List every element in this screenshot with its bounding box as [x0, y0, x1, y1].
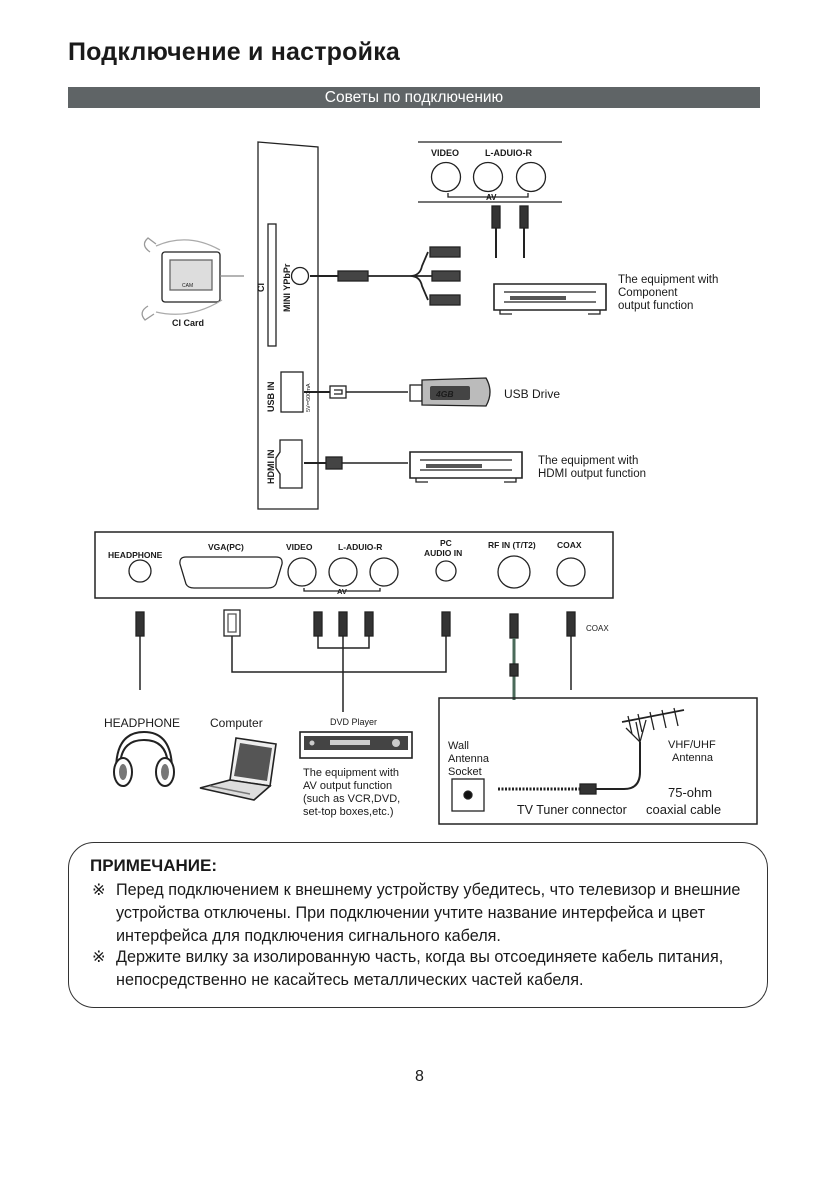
av-equipment-line-1: The equipment with — [303, 767, 399, 779]
coax-port-label: COAX — [557, 540, 582, 550]
section-header: Советы по подключению — [68, 87, 760, 108]
ci-card-brand: CAM — [182, 283, 193, 289]
top-av-label: AV — [486, 193, 497, 202]
component-line-1: The equipment with — [618, 274, 718, 286]
usb-drive-device — [409, 377, 491, 407]
ohm-label: 75-ohm — [668, 785, 712, 800]
component-line-2: Component — [618, 287, 678, 299]
hdmi-in-label: HDMI IN — [266, 450, 276, 485]
mini-ypbpr-label: MINI YPbPr — [282, 263, 292, 312]
headphone-port — [128, 559, 152, 583]
dvd-player-device — [299, 731, 413, 759]
pc-audio-port — [435, 560, 457, 582]
component-device — [493, 283, 607, 315]
bottom-audio-r-jack — [369, 557, 399, 587]
page-title: Подключение и настройка — [68, 38, 401, 66]
top-audio-label: L-ADUIO-R — [485, 148, 532, 158]
rf-in-port — [497, 555, 531, 589]
mini-ypbpr-port — [290, 266, 310, 286]
wall-socket-line-2: Antenna — [448, 753, 490, 765]
note-item: ※ Перед подключением к внешнему устройст… — [92, 879, 752, 948]
component-line-3: output function — [618, 300, 693, 312]
coax-cable-label: COAX — [586, 624, 609, 633]
av-equipment-line-2: AV output function — [303, 780, 392, 792]
vga-port — [179, 556, 283, 589]
note-item-text: Перед подключением к внешнему устройству… — [116, 881, 741, 945]
note-mark: ※ — [92, 948, 106, 966]
av-equipment-line-4: set-top boxes,etc.) — [303, 806, 394, 818]
hdmi-device-line-1: The equipment with — [538, 455, 638, 467]
av-equipment-line-3: (such as VCR,DVD, — [303, 793, 400, 805]
note-title: ПРИМЕЧАНИЕ: — [90, 856, 217, 875]
top-video-jack — [430, 161, 462, 193]
note-item-text: Держите вилку за изолированную часть, ко… — [116, 948, 724, 989]
top-video-label: VIDEO — [431, 148, 459, 158]
pc-audio-label-1: PC — [440, 538, 452, 548]
mini-ypbpr-plug — [337, 270, 369, 282]
usb-in-label: USB IN — [266, 381, 276, 412]
antenna-box — [438, 697, 758, 825]
coaxial-cable-label: coaxial cable — [646, 802, 721, 817]
ci-slot — [267, 223, 277, 347]
computer-label: Computer — [210, 716, 263, 730]
ci-card-illustration — [141, 237, 244, 321]
top-av-panel — [418, 141, 562, 203]
ci-card-label: CI Card — [172, 318, 204, 328]
usb-drive-label: USB Drive — [504, 387, 560, 401]
side-panel — [257, 141, 319, 510]
wall-socket — [451, 778, 485, 812]
usb-rating-label: 5V⎓500mA — [306, 383, 312, 412]
wall-socket-line-1: Wall — [448, 740, 469, 752]
pc-audio-label-2: AUDIO IN — [424, 548, 462, 558]
vga-port-label: VGA(PC) — [208, 542, 244, 552]
computer-icon — [199, 737, 277, 801]
bottom-video-jack — [287, 557, 317, 587]
headphone-port-label: HEADPHONE — [108, 550, 163, 560]
wall-socket-line-3: Socket — [448, 766, 482, 778]
note-item: ※ Держите вилку за изолированную часть, … — [92, 946, 752, 992]
hdmi-port — [275, 439, 303, 489]
coax-port — [556, 557, 586, 587]
top-audio-l-jack — [472, 161, 504, 193]
bottom-av-label: AV — [337, 587, 347, 596]
ci-label: CI — [256, 283, 266, 292]
antenna-icon — [621, 707, 685, 744]
bottom-video-label: VIDEO — [286, 542, 313, 552]
bottom-audio-l-jack — [328, 557, 358, 587]
note-box — [68, 842, 768, 1008]
bottom-panel — [94, 531, 614, 599]
rf-in-label: RF IN (T/T2) — [488, 540, 536, 550]
note-mark: ※ — [92, 881, 106, 899]
headphone-icon — [113, 730, 175, 787]
antenna-line-2: Antenna — [672, 752, 714, 764]
usb-capacity: 4GB — [435, 389, 453, 399]
hdmi-device — [409, 451, 523, 483]
page-number: 8 — [415, 1068, 424, 1085]
headphone-device-label: HEADPHONE — [104, 716, 180, 730]
bottom-audio-label: L-ADUIO-R — [338, 542, 382, 552]
usb-port — [280, 371, 304, 413]
dvd-player-label: DVD Player — [330, 717, 377, 727]
antenna-line-1: VHF/UHF — [668, 739, 716, 751]
top-audio-r-jack — [515, 161, 547, 193]
hdmi-device-line-2: HDMI output function — [538, 468, 646, 480]
tuner-connector-label: TV Tuner connector — [517, 803, 627, 817]
